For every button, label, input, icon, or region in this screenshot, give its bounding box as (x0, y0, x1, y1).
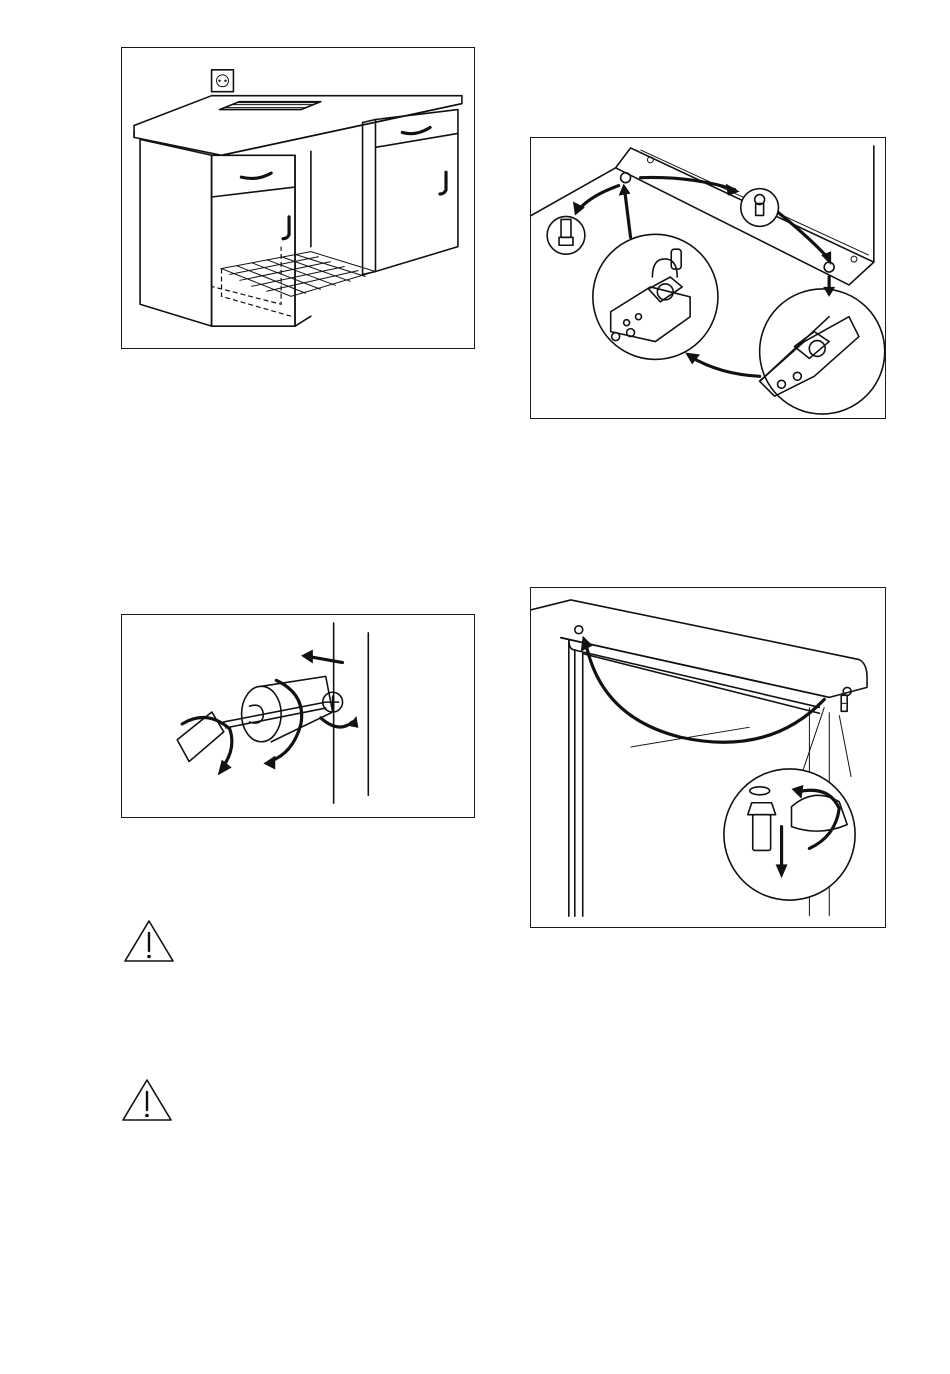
figure-door-pin-removal (530, 587, 886, 928)
warning-triangle-icon (123, 918, 175, 964)
figure-cabinet-installation (121, 47, 475, 349)
figure-hinge-transfer (530, 137, 886, 419)
kitchen-cabinet-installation-illustration (122, 48, 474, 348)
door-pin-removal-illustration (531, 588, 885, 927)
warning-triangle-icon (121, 1077, 173, 1123)
figure-screwdriver-cover (121, 614, 475, 818)
screwdriver-cover-removal-illustration (122, 615, 474, 817)
door-hinge-transfer-illustration (531, 138, 885, 418)
